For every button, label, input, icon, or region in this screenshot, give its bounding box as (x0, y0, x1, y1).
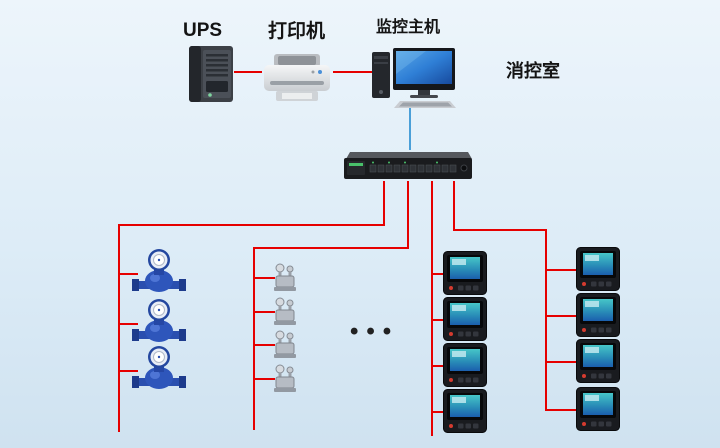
switch-drop-branch-d (453, 181, 455, 231)
monitor-host-device (370, 46, 458, 108)
branch-to-power-meters-right (453, 229, 547, 231)
power-meter-right-4 (576, 387, 620, 431)
more-devices-ellipsis: ••• (350, 318, 400, 345)
stub-power-meter-right-3 (545, 361, 578, 363)
stub-water-meter-2 (118, 323, 138, 325)
power-meter-left-4 (443, 389, 487, 433)
valve-device-1 (272, 263, 298, 293)
bus-power-meters-right (545, 229, 547, 411)
power-meter-left-3 (443, 343, 487, 387)
valve-device-4 (272, 364, 298, 394)
cable-ups-printer (234, 71, 262, 73)
bus-power-meters-left (431, 181, 433, 436)
branch-to-valves (253, 247, 409, 249)
printer-label: 打印机 (268, 21, 326, 42)
valve-device-2 (272, 297, 298, 327)
power-meter-left-1 (443, 251, 487, 295)
uplink-cable-host-switch (409, 106, 411, 150)
water-meter-3 (132, 345, 186, 397)
stub-power-meter-left-3 (431, 365, 445, 367)
stub-valve-2 (253, 311, 275, 313)
bus-water-meters (118, 224, 120, 432)
switch-drop-branch-a (383, 181, 385, 226)
water-meter-1 (132, 248, 186, 300)
stub-power-meter-left-4 (431, 411, 445, 413)
stub-power-meter-right-4 (545, 409, 578, 411)
switch-drop-branch-b (407, 181, 409, 249)
monitor-host-label: 监控主机 (376, 19, 441, 36)
control-room-label: 消控室 (506, 61, 560, 81)
ups-device (188, 45, 234, 103)
bus-valves (253, 247, 255, 430)
stub-water-meter-1 (118, 273, 138, 275)
power-meter-left-2 (443, 297, 487, 341)
power-meter-right-2 (576, 293, 620, 337)
power-meter-right-1 (576, 247, 620, 291)
stub-power-meter-left-1 (431, 273, 445, 275)
stub-valve-1 (253, 277, 275, 279)
branch-to-water-meters (118, 224, 385, 226)
data-collector-switch-device (342, 150, 474, 182)
stub-power-meter-right-2 (545, 315, 578, 317)
cable-printer-host (333, 71, 373, 73)
water-meter-2 (132, 298, 186, 350)
stub-valve-3 (253, 344, 275, 346)
stub-power-meter-right-1 (545, 269, 578, 271)
power-meter-right-3 (576, 339, 620, 383)
stub-power-meter-left-2 (431, 319, 445, 321)
valve-device-3 (272, 330, 298, 360)
ups-label: UPS (183, 20, 223, 41)
printer-device (262, 52, 332, 104)
stub-water-meter-3 (118, 370, 138, 372)
stub-valve-4 (253, 378, 275, 380)
